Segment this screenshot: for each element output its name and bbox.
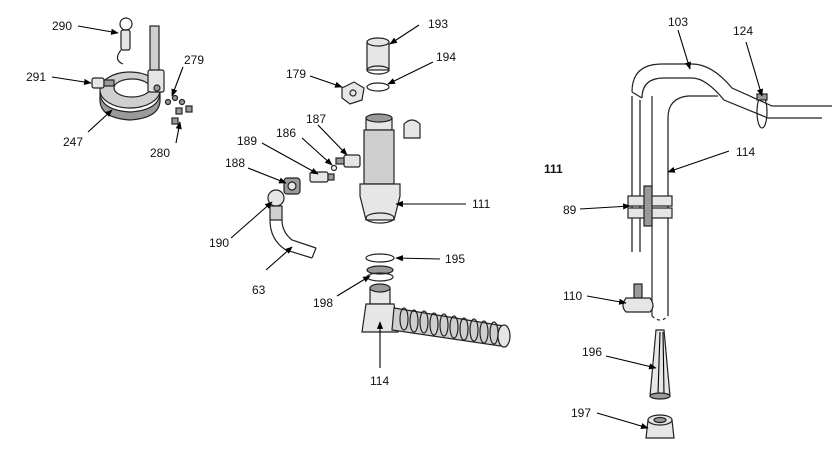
part-110-tip [622,283,654,313]
label-193: 193 [428,17,448,31]
label-198: 198 [313,296,333,310]
label-111-body: 111 [472,197,491,211]
part-193-sleeve [366,37,390,75]
part-190-elbow-and-hose-63 [267,189,317,259]
label-111-section: 111 [544,162,563,176]
gun-body-assembly [267,37,511,348]
label-189: 189 [237,134,257,148]
part-124-clamp [756,95,768,129]
part-291-screw [91,77,115,89]
label-190: 190 [209,236,229,250]
side-guard [403,119,421,139]
part-280-screws [171,105,193,125]
label-280: 280 [150,146,170,160]
label-186: 186 [276,126,296,140]
label-291: 291 [26,70,46,84]
label-290: 290 [52,19,72,33]
part-198-washers [366,265,394,282]
label-124: 124 [733,24,753,38]
part-89-bracket [627,185,673,227]
part-186-ring [330,164,338,172]
part-labels: 290 291 279 247 280 193 194 179 187 189 … [26,15,755,420]
part-279-nuts [164,94,186,106]
part-290-pin [116,17,133,65]
label-187: 187 [306,112,326,126]
label-103: 103 [668,15,688,29]
part-179-clip [341,81,365,105]
label-197: 197 [571,406,591,420]
extension-assembly [622,63,832,439]
label-279: 279 [184,53,204,67]
label-114-tube: 114 [736,145,755,159]
label-247: 247 [63,135,83,149]
label-63: 63 [252,283,266,297]
part-114-swivel [361,283,511,348]
part-111-gun-body [359,113,401,224]
label-196: 196 [582,345,602,359]
leader-lines [51,24,763,429]
part-196-cone [649,329,671,400]
part-247-clamp [99,69,165,121]
part-187-fitting [335,154,361,168]
label-188: 188 [225,156,245,170]
part-195-oring [365,253,395,263]
label-89: 89 [563,203,577,217]
label-114-swivel: 114 [370,374,389,388]
label-195: 195 [445,252,465,266]
label-194: 194 [436,50,456,64]
part-197-nut [645,414,675,439]
part-194-oring [366,82,390,92]
label-179: 179 [286,67,306,81]
part-188-nut [283,177,301,195]
part-189-connector [309,171,335,183]
clamp-assembly [91,17,193,125]
label-110: 110 [563,289,582,303]
